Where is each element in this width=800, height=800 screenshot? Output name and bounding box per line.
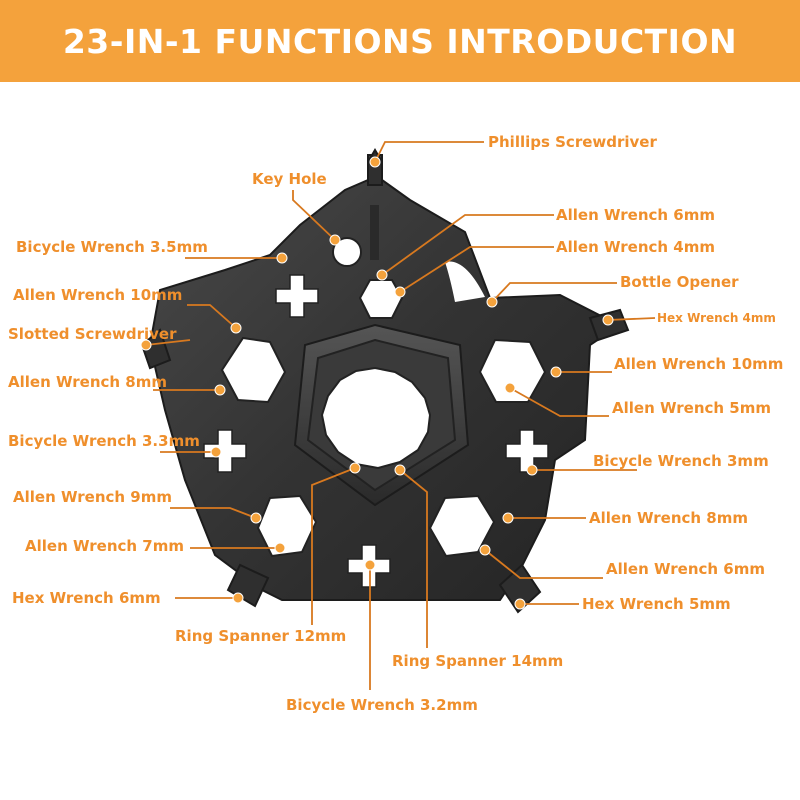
marker-allen-10mm-left — [230, 322, 242, 334]
snowflake-tool — [140, 148, 630, 614]
label-allen-5mm: Allen Wrench 5mm — [612, 399, 771, 417]
leader-lines — [145, 141, 656, 690]
marker-hex-6mm — [232, 592, 244, 604]
marker-hex-4mm — [602, 314, 614, 326]
key-hole — [332, 237, 362, 267]
label-bottle-opener: Bottle Opener — [620, 273, 739, 291]
screwdriver-slot — [370, 205, 379, 260]
marker-hex-5mm — [514, 598, 526, 610]
leader-allen-6mm-top — [381, 214, 554, 276]
marker-slotted-screwdriver — [140, 339, 152, 351]
allen-10mm-left-hole — [220, 336, 287, 404]
label-bicycle-3mm: Bicycle Wrench 3mm — [593, 452, 769, 470]
marker-allen-7mm — [274, 542, 286, 554]
allen-9mm-hole — [256, 494, 318, 558]
marker-allen-5mm — [504, 382, 516, 394]
label-bicycle-3-2mm: Bicycle Wrench 3.2mm — [286, 696, 478, 714]
leader-slotted-screwdriver — [145, 339, 191, 346]
label-key-hole: Key Hole — [252, 170, 327, 188]
title-banner: 23-IN-1 FUNCTIONS INTRODUCTION — [0, 0, 800, 82]
marker-ring-spanner-14mm — [394, 464, 406, 476]
allen-10mm-right-hole — [478, 338, 547, 403]
leader-allen-10mm-left — [187, 304, 237, 329]
label-allen-10mm-right: Allen Wrench 10mm — [614, 355, 784, 373]
label-allen-6mm-top: Allen Wrench 6mm — [556, 206, 715, 224]
marker-allen-6mm-top — [376, 269, 388, 281]
label-allen-10mm-left: Allen Wrench 10mm — [13, 286, 183, 304]
label-allen-8mm-right: Allen Wrench 8mm — [589, 509, 748, 527]
allen-4mm-hole — [358, 279, 404, 319]
label-hex-4mm: Hex Wrench 4mm — [657, 311, 776, 325]
leader-ring-spanner-14mm — [399, 469, 428, 648]
bottle-opener-notch — [445, 261, 485, 302]
marker-allen-10mm-right — [550, 366, 562, 378]
leader-allen-4mm — [399, 246, 554, 293]
slotted-tip — [140, 328, 172, 370]
marker-bottle-opener — [486, 296, 498, 308]
label-hex-5mm: Hex Wrench 5mm — [582, 595, 731, 613]
label-allen-8mm-left: Allen Wrench 8mm — [8, 373, 167, 391]
hex-5mm-bit — [498, 563, 542, 614]
leader-allen-5mm — [509, 387, 609, 417]
leader-bottle-opener — [491, 282, 617, 303]
label-bicycle-3-5mm: Bicycle Wrench 3.5mm — [16, 238, 208, 256]
label-phillips-screwdriver: Phillips Screwdriver — [488, 133, 657, 151]
label-allen-4mm: Allen Wrench 4mm — [556, 238, 715, 256]
bicycle-3-3mm-slot — [203, 429, 247, 473]
bicycle-3-5mm-slot — [275, 274, 319, 318]
label-slotted-screwdriver: Slotted Screwdriver — [8, 325, 177, 343]
leader-ring-spanner-12mm — [311, 467, 356, 625]
marker-bicycle-3mm — [526, 464, 538, 476]
marker-bicycle-3-2mm — [364, 559, 376, 571]
label-hex-6mm: Hex Wrench 6mm — [12, 589, 161, 607]
marker-key-hole — [329, 234, 341, 246]
leader-phillips-screwdriver — [374, 141, 484, 163]
label-ring-spanner-12mm: Ring Spanner 12mm — [175, 627, 347, 645]
marker-ring-spanner-12mm — [349, 462, 361, 474]
allen-8mm-hole — [428, 494, 496, 558]
label-ring-spanner-14mm: Ring Spanner 14mm — [392, 652, 564, 670]
marker-allen-6mm-right — [479, 544, 491, 556]
page-title: 23-IN-1 FUNCTIONS INTRODUCTION — [62, 21, 738, 61]
leader-allen-6mm-right — [484, 549, 603, 579]
label-allen-7mm: Allen Wrench 7mm — [25, 537, 184, 555]
marker-allen-8mm-left — [214, 384, 226, 396]
ring-spanner-hole — [320, 366, 432, 470]
leader-key-hole — [292, 190, 336, 241]
leader-hex-4mm — [607, 317, 656, 321]
label-allen-9mm: Allen Wrench 9mm — [13, 488, 172, 506]
leader-allen-9mm — [170, 507, 257, 519]
label-allen-6mm-right: Allen Wrench 6mm — [606, 560, 765, 578]
label-bicycle-3-3mm: Bicycle Wrench 3.3mm — [8, 432, 200, 450]
marker-phillips-screwdriver — [369, 156, 381, 168]
marker-allen-8mm-right — [502, 512, 514, 524]
marker-allen-9mm — [250, 512, 262, 524]
marker-allen-4mm — [394, 286, 406, 298]
marker-bicycle-3-3mm — [210, 446, 222, 458]
leader-dots — [140, 156, 614, 610]
marker-bicycle-3-5mm — [276, 252, 288, 264]
